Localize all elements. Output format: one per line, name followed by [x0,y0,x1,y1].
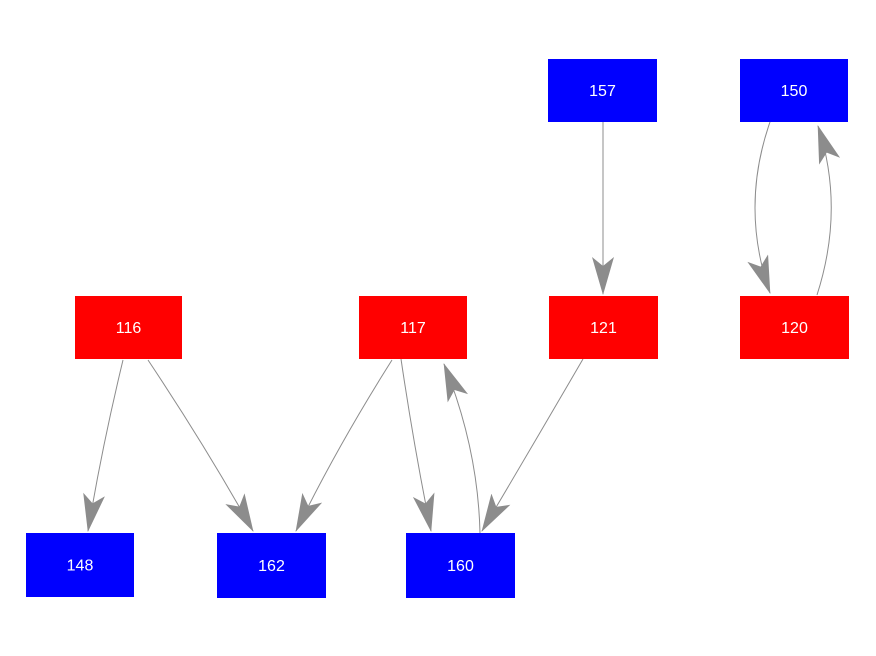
node-label-121: 121 [590,320,617,337]
node-rect-120 [740,296,849,359]
node-rect-116 [75,296,182,359]
nodes-layer: 157 150 116 117 121 120 148 162 160 [26,59,849,598]
graph-edge-120-150 [816,125,841,296]
graph-edge-160-117 [443,363,481,534]
graph-node-162: 162 [217,533,326,598]
graph-node-120: 120 [740,296,849,359]
node-rect-157 [548,59,657,122]
graph-edge-116-148 [83,359,124,532]
graph-node-116: 116 [75,296,182,359]
node-rect-162 [217,533,326,598]
graph-node-148: 148 [26,533,134,597]
graph-edge-117-160 [400,358,435,532]
graph-edge-150-120 [747,121,771,294]
graph-node-150: 150 [740,59,848,122]
node-label-160: 160 [447,558,474,575]
node-label-117: 117 [400,320,426,337]
node-label-157: 157 [589,83,616,100]
node-label-148: 148 [67,558,94,575]
graph-node-160: 160 [406,533,515,598]
node-label-162: 162 [258,558,285,575]
graph-edge-121-160 [481,358,584,532]
node-rect-117 [359,296,467,359]
graph-node-117: 117 [359,296,467,359]
node-rect-121 [549,296,658,359]
node-rect-150 [740,59,848,122]
graph-edge-117-162 [295,359,393,532]
edges-layer [83,121,841,534]
node-label-120: 120 [781,320,808,337]
graph-node-157: 157 [548,59,657,122]
node-rect-160 [406,533,515,598]
node-label-116: 116 [116,320,142,337]
graph-edge-116-162 [147,359,254,532]
node-rect-148 [26,533,134,597]
node-label-150: 150 [781,83,808,100]
graph-node-121: 121 [549,296,658,359]
